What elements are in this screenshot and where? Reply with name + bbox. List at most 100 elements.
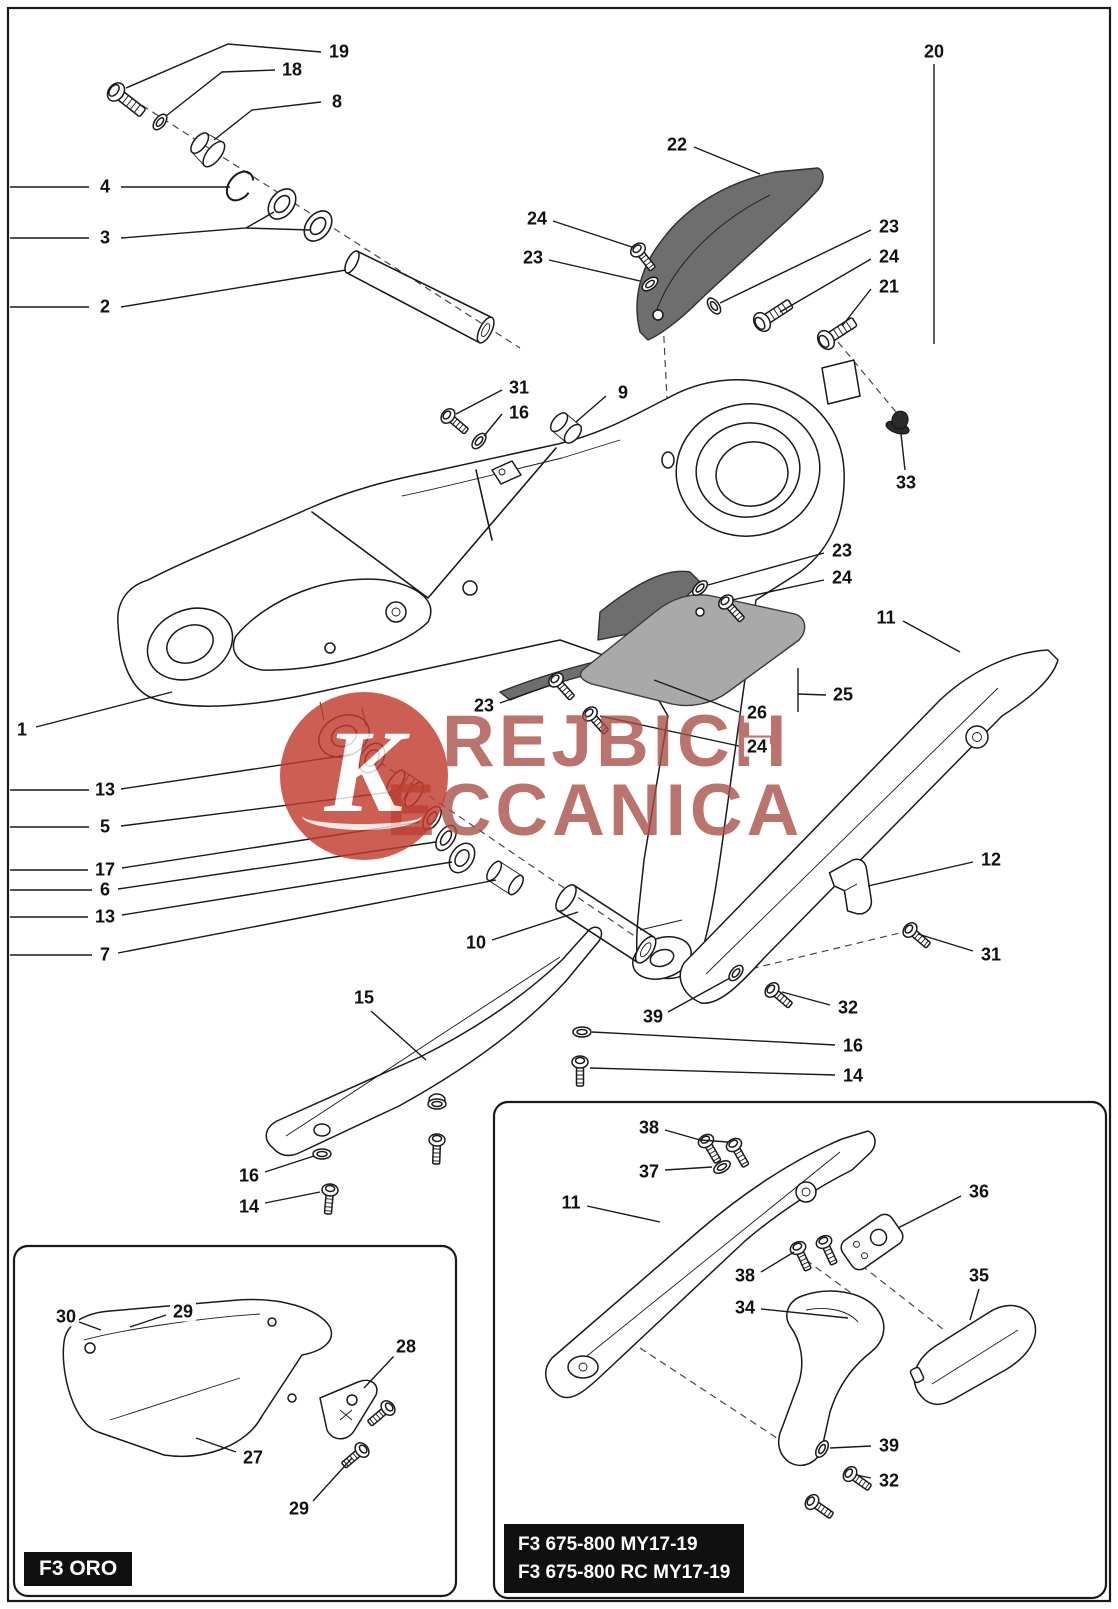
leader-line — [693, 146, 761, 175]
lower-guard-part — [777, 1290, 885, 1467]
leader-line — [245, 227, 311, 231]
leader-line — [120, 791, 393, 827]
leader-line — [653, 679, 740, 713]
variant-badge: F3 675-800 MY17-19 F3 675-800 RC MY17-19 — [504, 1524, 745, 1594]
leader-line — [855, 1474, 872, 1479]
leader-line — [120, 753, 355, 790]
leader-line — [370, 1010, 427, 1061]
leader-line — [664, 1166, 713, 1171]
bushing-part — [190, 132, 226, 168]
f3-oro-badge: F3 ORO — [24, 1552, 133, 1586]
leader-line — [121, 821, 421, 869]
bracket-part — [319, 1379, 378, 1440]
leader-line — [797, 693, 827, 696]
leader-line — [591, 1031, 836, 1046]
right-fasteners — [312, 858, 935, 1216]
leader-line — [760, 1308, 849, 1319]
leader-line — [897, 1195, 962, 1229]
leader-line — [264, 1155, 315, 1173]
leader-line — [829, 1445, 872, 1449]
variant-line-2: F3 675-800 RC MY17-19 — [518, 1561, 731, 1583]
screw-part — [579, 703, 613, 738]
bolt-part — [103, 78, 150, 122]
bearing-part — [261, 182, 303, 226]
needle-bearing-part — [385, 769, 424, 808]
washer-part — [703, 295, 725, 317]
bearing-stack-parts — [353, 737, 657, 964]
leader-line — [841, 288, 872, 327]
leader-line — [117, 841, 437, 890]
chain-guide-parts — [499, 570, 806, 707]
leader-line — [781, 991, 831, 1006]
leader-line — [586, 1205, 661, 1223]
leader-line — [491, 911, 579, 941]
pivot-shaft-parts — [103, 78, 495, 344]
screw-part — [813, 1232, 843, 1268]
bearing-part — [297, 204, 339, 248]
chain-guard-part — [679, 649, 1059, 1004]
shim-plate-part — [821, 359, 861, 405]
chain-slider-part — [636, 167, 824, 341]
leader-line — [213, 101, 322, 141]
bushing-part — [549, 412, 583, 444]
leader-line — [760, 1251, 795, 1273]
leader-line — [667, 977, 731, 1013]
leader-line — [902, 620, 961, 653]
leader-line — [707, 552, 825, 586]
leader-line — [599, 715, 740, 747]
guard-plate-part — [62, 1298, 333, 1457]
f3-oro-inset — [12, 1244, 458, 1598]
leader-line — [120, 211, 275, 239]
leader-line — [125, 43, 322, 89]
leader-line — [165, 69, 276, 117]
spacer-tube-part — [555, 884, 657, 964]
circlip-part — [225, 170, 255, 202]
nut-part — [883, 407, 915, 438]
leader-line — [312, 1457, 353, 1502]
leader-line — [664, 1129, 701, 1141]
leader-line — [552, 220, 633, 248]
spacer-part — [486, 860, 524, 896]
chain-adjuster-part — [828, 858, 873, 915]
leader-line — [455, 389, 503, 415]
leader-line — [117, 879, 497, 954]
swingarm-drawing — [117, 379, 845, 980]
screw-part — [571, 1055, 589, 1087]
variant-inset-box — [492, 1100, 1108, 1600]
washer-part — [422, 805, 442, 831]
leader-line — [78, 1321, 102, 1331]
washer-part — [427, 1098, 447, 1110]
screw-part — [427, 1132, 446, 1166]
screw-part — [787, 1238, 817, 1274]
bolt-part — [749, 294, 797, 336]
screw-part — [801, 1491, 837, 1524]
screw-part — [761, 979, 797, 1013]
leader-line — [35, 691, 173, 728]
screw-part — [437, 405, 473, 439]
page-frame — [6, 6, 1112, 1603]
chain-guard-part — [544, 1130, 876, 1399]
mount-plate-part — [840, 1213, 904, 1271]
washer-part — [312, 1148, 332, 1160]
leader-line — [719, 229, 872, 304]
leader-line — [363, 1355, 395, 1389]
leader-line — [589, 1067, 836, 1076]
leader-line — [900, 433, 906, 471]
screw-part — [899, 919, 935, 953]
leader-line — [121, 861, 453, 916]
leader-line — [195, 1437, 237, 1453]
leader-line — [699, 1139, 729, 1143]
leader-line — [917, 933, 974, 952]
pivot-pin-part — [344, 250, 495, 344]
lower-chain-guard-part — [265, 926, 603, 1157]
upper-fasteners — [437, 239, 915, 452]
variant-line-1: F3 675-800 MY17-19 — [518, 1534, 698, 1555]
washer-part — [572, 1026, 592, 1038]
leader-line — [731, 579, 825, 601]
leader-line — [575, 395, 607, 423]
leader-line — [483, 413, 503, 437]
screw-part — [839, 1463, 875, 1496]
leader-line — [548, 259, 641, 282]
